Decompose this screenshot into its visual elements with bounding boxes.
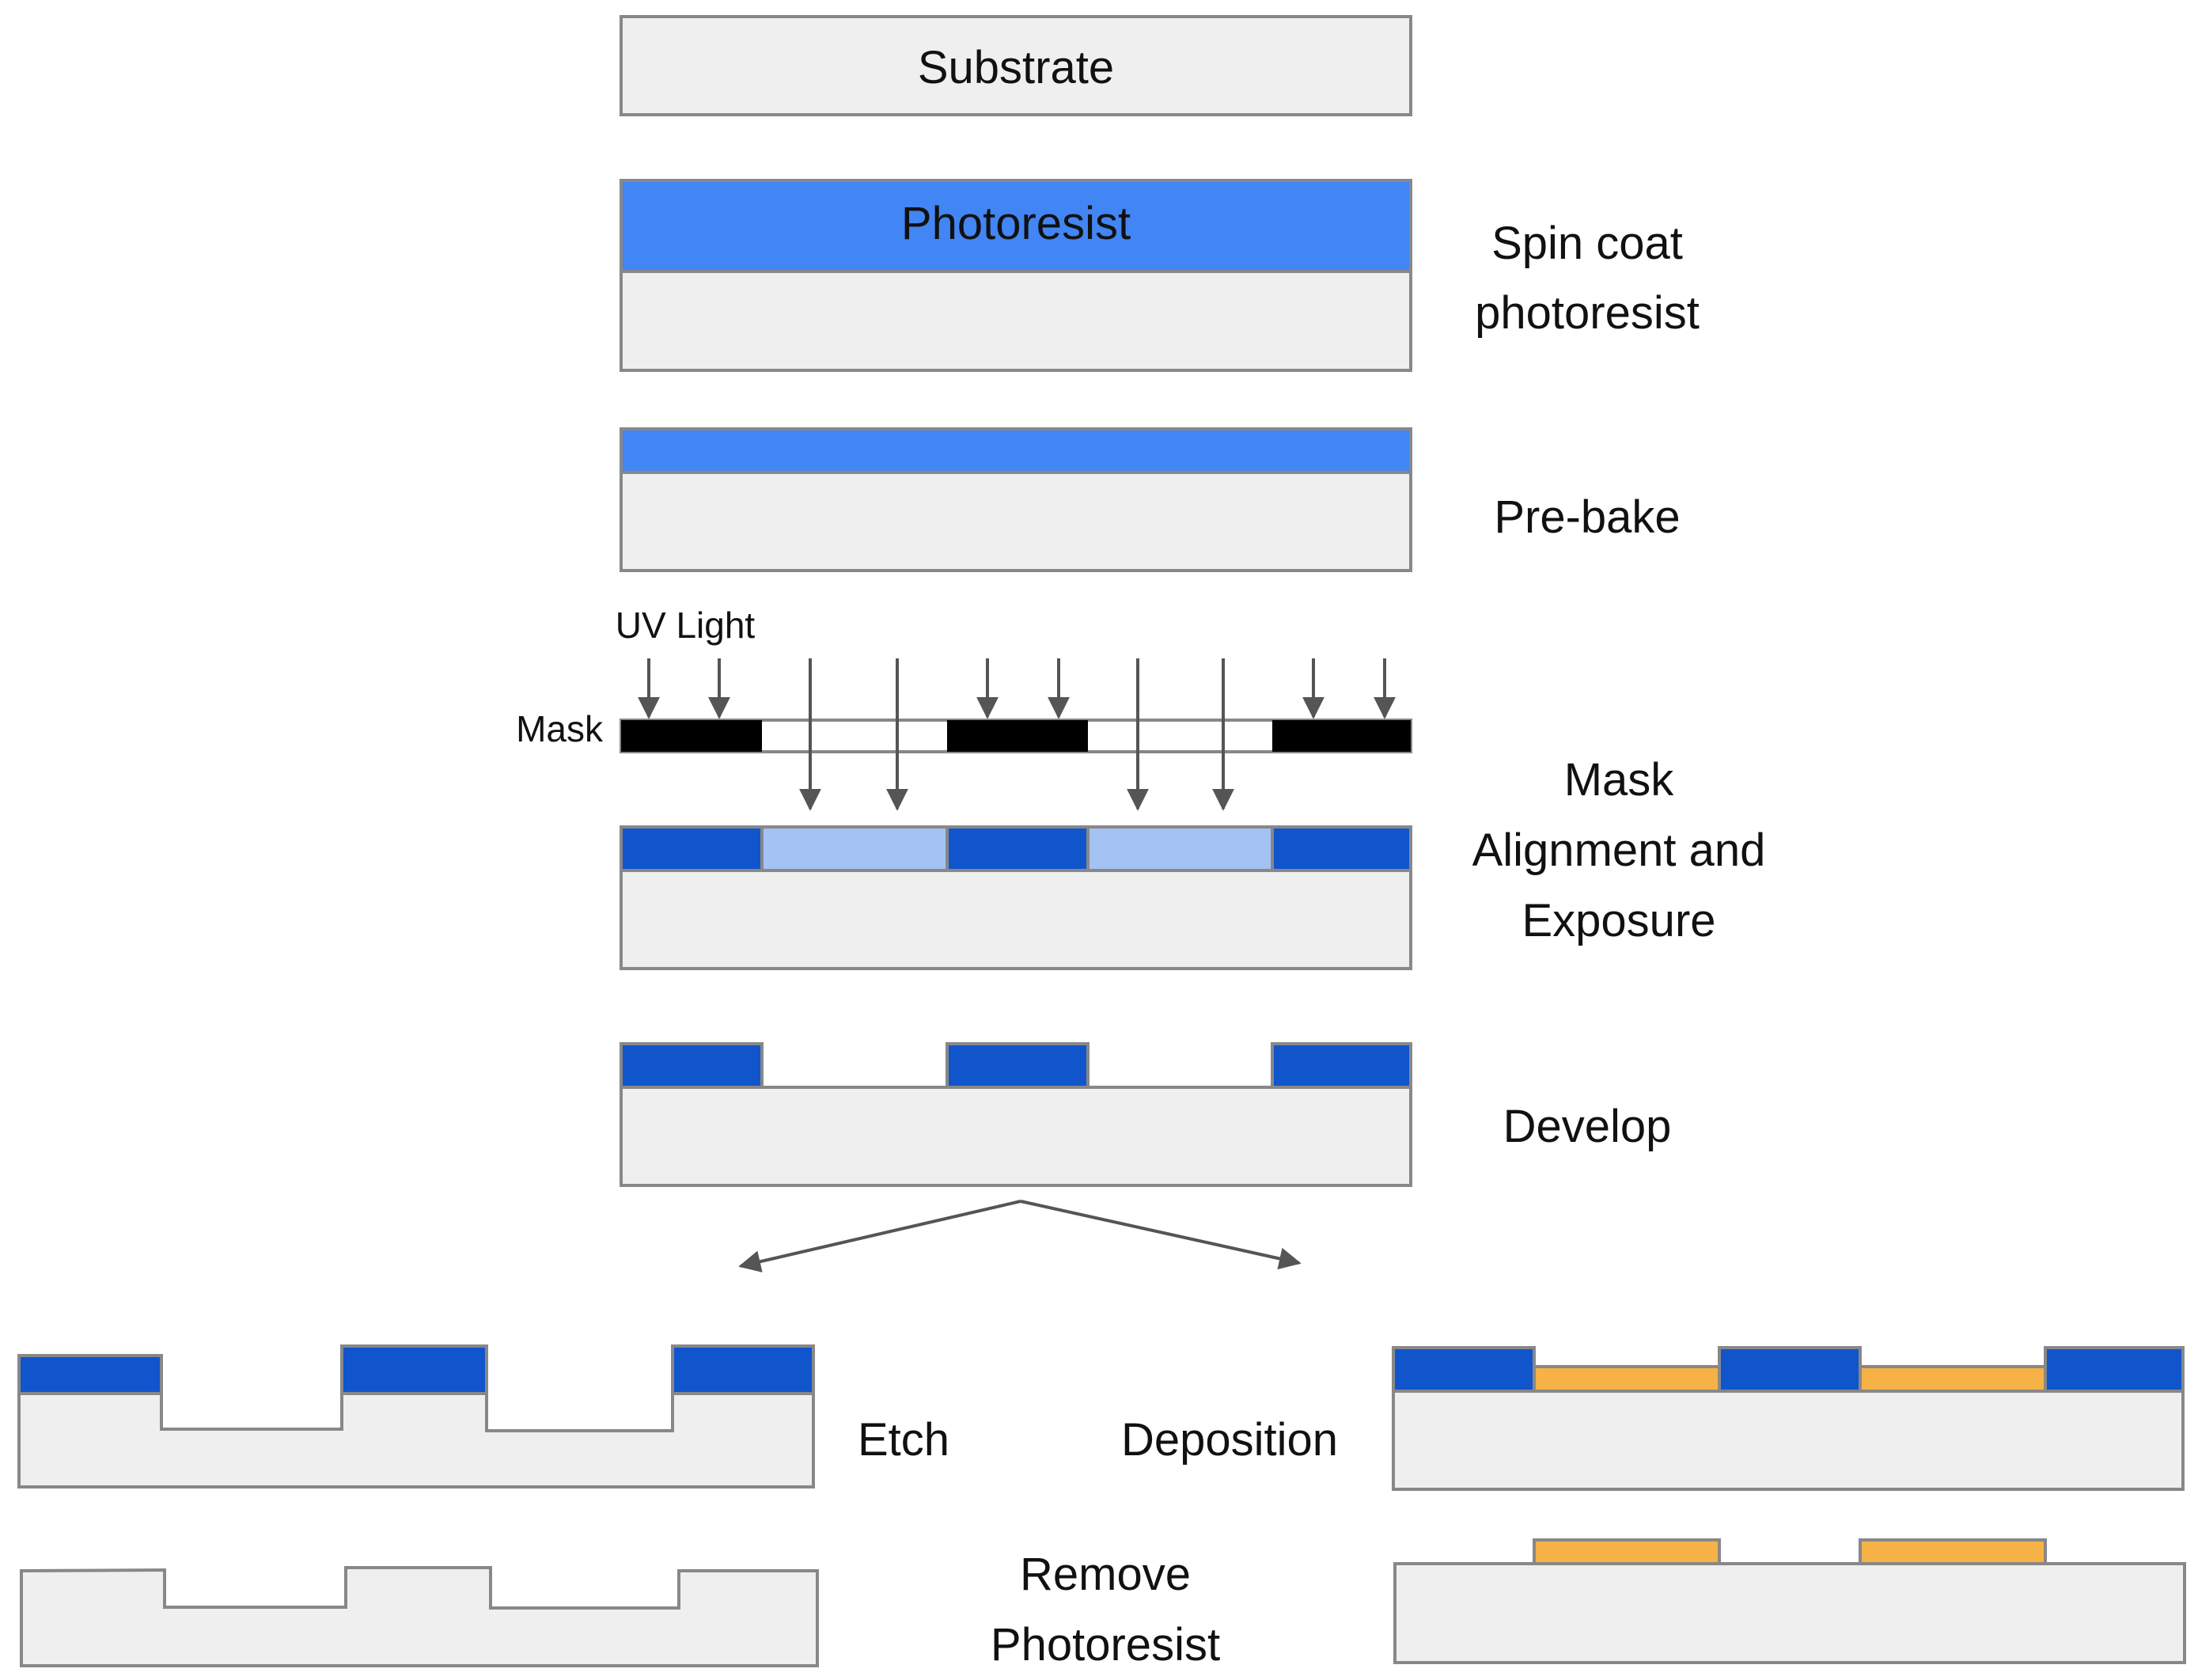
resist-pattern: [2044, 1346, 2185, 1393]
pre-bake-step: Pre-bake: [620, 427, 1681, 572]
spin-coat-label-line1: Spin coat: [1491, 218, 1683, 269]
remove-label-line2: Photoresist: [991, 1619, 1220, 1671]
resist-pattern: [340, 1344, 488, 1395]
photomask: [620, 719, 1412, 753]
exposure-label-line3: Exposure: [1522, 895, 1715, 946]
resist-pattern: [1271, 1042, 1412, 1089]
uv-arrows-blocked: [638, 658, 1396, 719]
exposed-resist: [760, 825, 949, 872]
develop-step: Develop: [620, 1042, 1672, 1187]
etch-label: Etch: [858, 1414, 949, 1466]
remove-photoresist-etched: [20, 1566, 819, 1667]
etched-substrate: [17, 1392, 815, 1488]
photoresist-layer: [620, 179, 1412, 273]
deposition-label: Deposition: [1121, 1414, 1338, 1466]
exposure-label-line1: Mask: [1564, 754, 1675, 806]
develop-label: Develop: [1503, 1101, 1672, 1152]
pre-bake-label: Pre-bake: [1494, 491, 1680, 543]
photoresist-layer: [620, 427, 1412, 474]
etched-substrate: [20, 1566, 819, 1667]
unexposed-resist: [1271, 825, 1412, 872]
uv-light-label: UV Light: [616, 605, 756, 646]
deposited-metal: [1859, 1365, 2047, 1393]
exposure-step: UV Light Mask: [516, 605, 1766, 970]
substrate-layer: [620, 869, 1412, 970]
mask-label: Mask: [516, 708, 604, 749]
deposited-metal: [1533, 1365, 1721, 1393]
photoresist-box-label: Photoresist: [901, 198, 1131, 249]
resist-pattern: [1718, 1346, 1862, 1393]
substrate-layer: [620, 471, 1412, 572]
branch-arrow-right: [1020, 1200, 1302, 1270]
mask-opaque-region: [1272, 720, 1411, 752]
uv-arrows-transmitted: [799, 658, 1234, 811]
substrate-layer: [620, 1086, 1412, 1187]
resist-pattern: [946, 1042, 1090, 1089]
mask-opaque-region: [947, 720, 1088, 752]
substrate-step: Substrate: [620, 15, 1412, 116]
substrate-layer: [1393, 1562, 2186, 1664]
exposed-resist: [1086, 825, 1274, 872]
deposited-metal: [1859, 1538, 2047, 1565]
etch-step: Etch: [17, 1344, 949, 1488]
spin-coat-label-line2: photoresist: [1475, 287, 1700, 339]
mask-opaque-region: [621, 720, 762, 752]
remove-photoresist-deposited: [1393, 1538, 2186, 1664]
substrate-label: Substrate: [918, 42, 1114, 93]
resist-pattern: [17, 1354, 163, 1395]
substrate-layer: [620, 15, 1412, 116]
resist-pattern: [671, 1344, 815, 1395]
deposited-metal: [1533, 1538, 1721, 1565]
resist-pattern: [1392, 1346, 1536, 1393]
unexposed-resist: [946, 825, 1090, 872]
spin-coat-step: Photoresist Spin coat photoresist: [620, 179, 1700, 372]
substrate-layer: [620, 270, 1412, 372]
resist-pattern: [620, 1042, 764, 1089]
branch-arrows: [738, 1200, 1302, 1272]
remove-label-line1: Remove: [1020, 1549, 1191, 1600]
branch-arrow-left: [738, 1200, 1021, 1272]
unexposed-resist: [620, 825, 764, 872]
exposure-label-line2: Alignment and: [1472, 825, 1766, 876]
substrate-layer: [1392, 1390, 2185, 1491]
deposition-step: Deposition: [1121, 1346, 2185, 1491]
